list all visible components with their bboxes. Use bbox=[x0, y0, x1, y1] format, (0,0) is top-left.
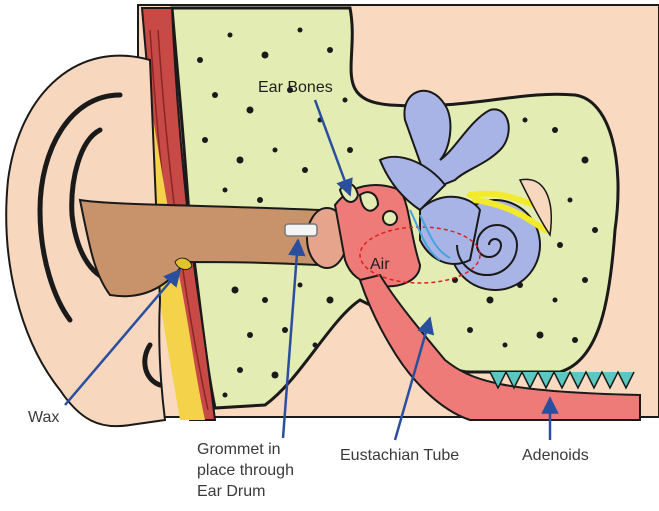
label-adenoids: Adenoids bbox=[522, 446, 589, 466]
label-air: Air bbox=[370, 255, 390, 275]
label-grommet-line-3: Ear Drum bbox=[197, 482, 265, 502]
label-grommet-line-1: Grommet in bbox=[197, 440, 281, 460]
label-grommet-line-2: place through bbox=[197, 461, 294, 481]
grommet bbox=[285, 224, 317, 236]
label-wax: Wax bbox=[28, 408, 59, 428]
label-eustachian-tube: Eustachian Tube bbox=[340, 446, 459, 466]
label-ear-bones: Ear Bones bbox=[258, 78, 333, 98]
